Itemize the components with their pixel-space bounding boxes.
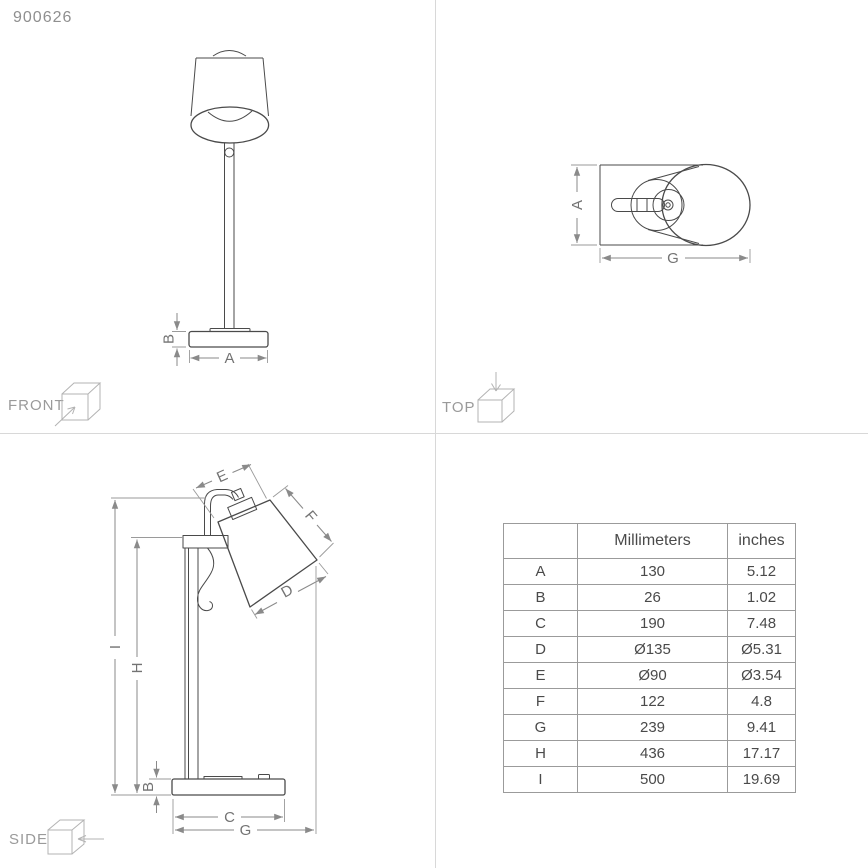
- table-row: H 436 17.17: [503, 740, 796, 767]
- cell-mm: Ø135: [577, 636, 728, 663]
- dim-label-e-side: E: [214, 467, 230, 487]
- dim-label-i-side: I: [107, 645, 124, 649]
- cell-mm: 436: [577, 740, 728, 767]
- cell-mm: 130: [577, 558, 728, 585]
- cell-key: I: [503, 766, 578, 793]
- cell-in: 9.41: [727, 714, 796, 741]
- horizontal-divider: [0, 433, 868, 434]
- dim-label-f-side: F: [301, 507, 320, 525]
- dim-label-b-front: B: [161, 334, 178, 344]
- vertical-divider: [435, 0, 436, 868]
- header-millimeters: Millimeters: [577, 523, 728, 559]
- dim-label-a-front: A: [224, 350, 234, 367]
- dim-label-h-side: H: [129, 663, 146, 674]
- cell-mm: 500: [577, 766, 728, 793]
- front-view-drawing: B A: [161, 50, 270, 367]
- table-row: I 500 19.69: [503, 766, 796, 793]
- dim-label-g-side: G: [240, 822, 252, 839]
- cell-mm: 26: [577, 584, 728, 611]
- table-row: B 26 1.02: [503, 584, 796, 611]
- cell-key: F: [503, 688, 578, 715]
- cell-mm: 122: [577, 688, 728, 715]
- cell-key: A: [503, 558, 578, 585]
- dim-label-a-top: A: [569, 200, 586, 210]
- cell-in: Ø5.31: [727, 636, 796, 663]
- table-row: D Ø135 Ø5.31: [503, 636, 796, 663]
- table-header-row: Millimeters inches: [503, 523, 796, 559]
- cell-in: Ø3.54: [727, 662, 796, 689]
- cell-key: B: [503, 584, 578, 611]
- dim-label-c-side: C: [224, 809, 235, 826]
- cell-in: 5.12: [727, 558, 796, 585]
- cell-in: 17.17: [727, 740, 796, 767]
- table-row: F 122 4.8: [503, 688, 796, 715]
- top-view-cube-icon: [477, 372, 516, 423]
- cell-in: 7.48: [727, 610, 796, 637]
- product-code: 900626: [13, 9, 73, 26]
- top-view-drawing: A G: [569, 163, 751, 267]
- cell-in: 4.8: [727, 688, 796, 715]
- cell-mm: 190: [577, 610, 728, 637]
- header-key: [503, 523, 578, 559]
- dim-label-g-top: G: [667, 250, 679, 267]
- table-row: C 190 7.48: [503, 610, 796, 637]
- cell-key: H: [503, 740, 578, 767]
- dim-label-d-side: D: [278, 581, 296, 601]
- cell-key: G: [503, 714, 578, 741]
- cell-key: E: [503, 662, 578, 689]
- cell-in: 1.02: [727, 584, 796, 611]
- cell-mm: Ø90: [577, 662, 728, 689]
- side-view-cube-icon: [47, 819, 104, 855]
- front-view-label: FRONT: [8, 397, 65, 414]
- table-row: A 130 5.12: [503, 558, 796, 585]
- side-view-label: SIDE: [9, 831, 49, 848]
- dimensions-table: Millimeters inches A 130 5.12 B 26 1.02 …: [503, 523, 796, 793]
- cell-mm: 239: [577, 714, 728, 741]
- top-view-label: TOP: [442, 399, 476, 416]
- cell-in: 19.69: [727, 766, 796, 793]
- front-view-cube-icon: [54, 382, 102, 427]
- header-inches: inches: [727, 523, 796, 559]
- cell-key: C: [503, 610, 578, 637]
- dim-label-b-side: B: [140, 782, 157, 792]
- table-row: G 239 9.41: [503, 714, 796, 741]
- cell-key: D: [503, 636, 578, 663]
- side-view-drawing: E F D I H B C G: [107, 463, 334, 839]
- table-row: E Ø90 Ø3.54: [503, 662, 796, 689]
